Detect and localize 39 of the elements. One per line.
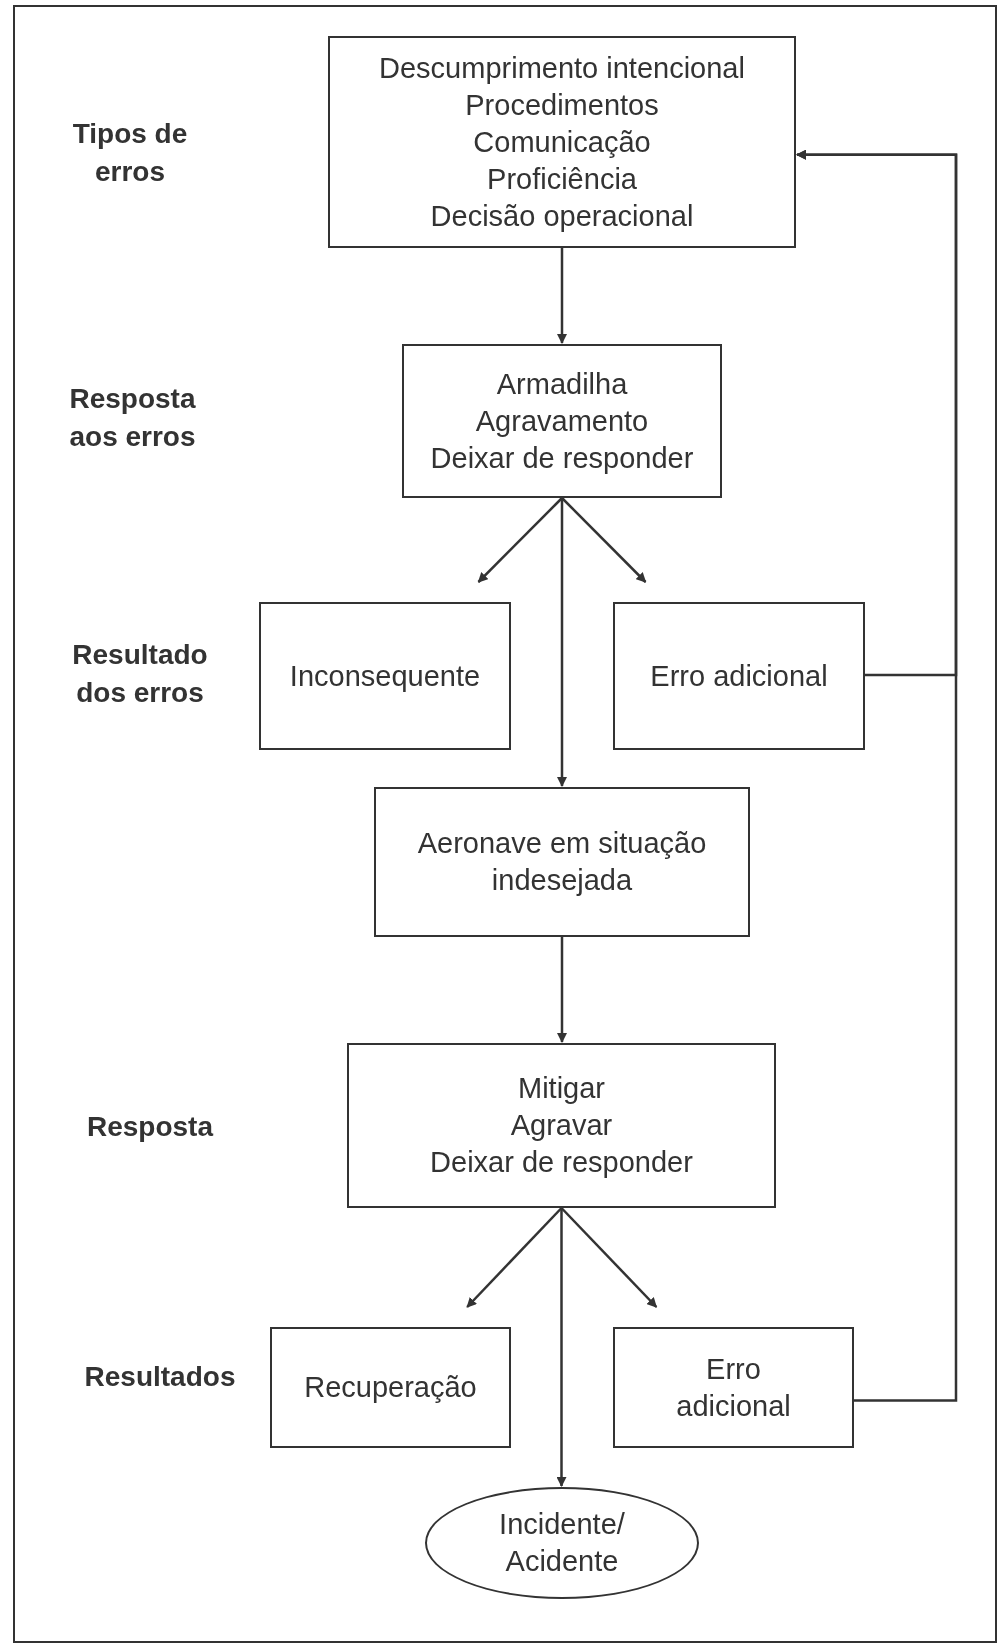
arrow [477,497,563,583]
node-text: Agravar [510,1108,613,1143]
arrow [466,1207,563,1308]
node-text: Proficiência [487,161,637,197]
node-text: Decisão operacional [430,198,694,234]
node-text: Deixar de responder [430,1145,693,1180]
node-text: Deixar de responder [430,440,694,476]
arrow [557,248,567,344]
arrow [796,149,958,1402]
node-text: Inconsequente [289,658,481,694]
node-text: Incidente/ Acidente [498,1507,626,1579]
process-box [259,602,511,750]
process-box [613,602,865,750]
arrow [556,1208,567,1487]
process-box [347,1043,776,1208]
stage-label: Resposta [85,1110,215,1144]
stage-label: Tipos de erros [71,117,189,189]
node-text: Erro adicional [675,1351,792,1424]
stage-label: Resultado dos erros [71,638,209,710]
node-text: Aeronave em situação indesejada [416,826,708,898]
stage-label: Resultados [83,1360,237,1394]
process-box [270,1327,511,1448]
node-text: Comunicação [473,124,651,160]
node-text: Descumprimento intencional [379,50,745,86]
node-text: Procedimentos [465,87,659,123]
process-box [402,344,722,498]
stage-label: Resposta aos erros [68,382,197,454]
node-text: Erro adicional [650,658,828,694]
process-box [613,1327,854,1448]
arrow [560,1207,658,1308]
arrow [561,497,647,583]
node-text: Agravamento [475,403,649,439]
node-text: Armadilha [496,366,628,402]
arrow [557,498,567,787]
node-text: Mitigar [518,1071,605,1106]
process-box [328,36,796,248]
node-text: Recuperação [304,1370,477,1405]
arrow [557,937,567,1043]
process-box [374,787,750,937]
